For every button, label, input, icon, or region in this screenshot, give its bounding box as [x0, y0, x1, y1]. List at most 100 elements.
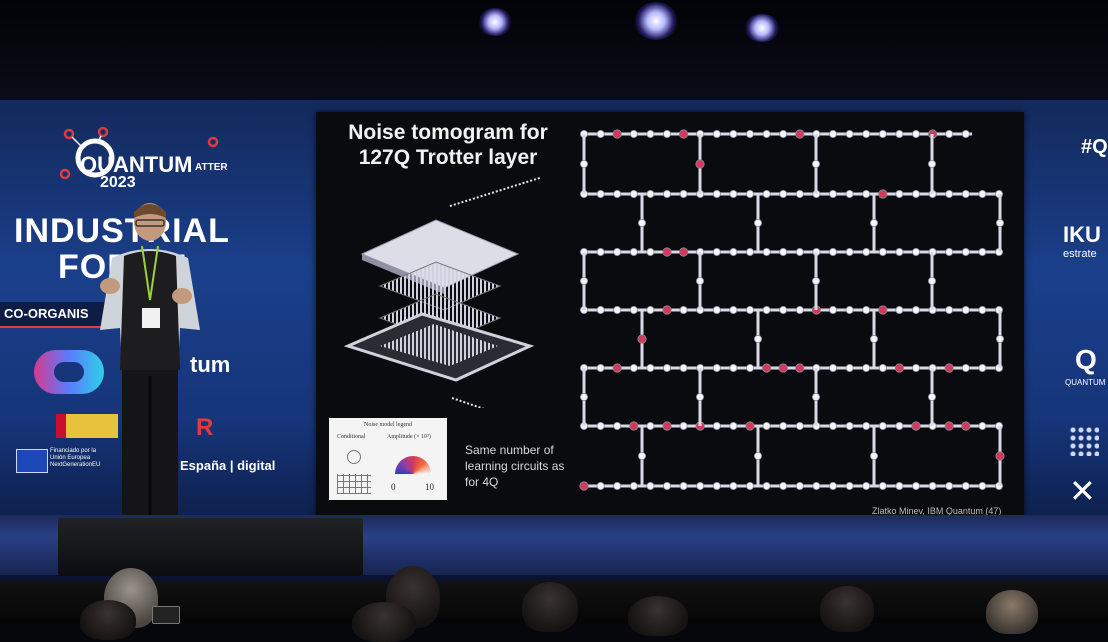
qubit-node: [795, 363, 805, 373]
qubit-node: [845, 421, 854, 430]
qubit-node: [646, 305, 655, 314]
qubit-node: [712, 421, 721, 430]
qubit-node: [945, 130, 954, 138]
qubit-node: [646, 421, 655, 430]
qubit-node: [762, 190, 771, 199]
qubit-node: [596, 363, 605, 372]
qubit-node: [745, 305, 754, 314]
stage-edge: [0, 575, 1108, 581]
qubit-node: [878, 421, 887, 430]
gov-logo: [56, 414, 118, 438]
qubit-node: [911, 190, 920, 199]
sponsor-quantum: Q: [1075, 344, 1097, 375]
audience-head: [820, 586, 874, 632]
qubit-node: [729, 421, 738, 430]
qubit-node: [995, 334, 1004, 343]
qubit-node: [629, 421, 639, 431]
slide-title: Noise tomogram for 127Q Trotter layer: [348, 121, 548, 169]
qubit-node: [978, 363, 987, 372]
qubit-node: [629, 305, 638, 314]
qubit-node: [646, 363, 655, 372]
qubit-node: [663, 130, 672, 138]
stage-light: [478, 8, 512, 36]
qubit-node: [745, 363, 754, 372]
qubit-node: [646, 130, 655, 138]
qubit-node: [629, 481, 638, 490]
r-logo: R: [196, 414, 214, 441]
qubit-node: [961, 363, 970, 372]
forum-title-line1: INDUSTRIAL: [14, 212, 230, 250]
qubit-node: [638, 219, 647, 228]
qubit-node: [978, 481, 987, 490]
qubit-node: [978, 305, 987, 314]
qubit-node: [629, 130, 638, 138]
qubit-node: [828, 421, 837, 430]
logo-word: QUANTUM: [80, 152, 193, 177]
slide-credit: Zlatko Minev, IBM Quantum (47): [872, 506, 1002, 516]
qubit-node: [828, 481, 837, 490]
qubit-node: [638, 451, 647, 460]
qubit-node: [978, 248, 987, 257]
qubit-node: [961, 421, 971, 431]
qubit-node: [596, 305, 605, 314]
qubit-node: [945, 305, 954, 314]
partner-logo-hole: [54, 362, 84, 382]
qubit-node: [629, 248, 638, 257]
qubit-node: [613, 421, 622, 430]
qubit-node: [828, 305, 837, 314]
qubit-node: [928, 481, 937, 490]
eu-flag-icon: [16, 449, 48, 473]
qubit-node: [862, 130, 871, 138]
qubit-node: [712, 363, 721, 372]
hashtag: #Q: [1081, 136, 1108, 158]
inset-right-label: Amplitude (× 10³): [387, 434, 431, 440]
qubit-node: [795, 305, 804, 314]
qubit-node: [895, 421, 904, 430]
qubit-node: [696, 481, 705, 490]
qubit-node: [629, 363, 638, 372]
qubit-node: [712, 190, 721, 199]
audience-head: [522, 582, 578, 632]
qubit-node: [961, 481, 970, 490]
qubit-node: [662, 305, 672, 315]
partner-logo-text: tum: [190, 352, 231, 377]
qubit-node: [753, 334, 762, 343]
qubit-node: [762, 363, 772, 373]
qubit-node: [911, 481, 920, 490]
qubit-node: [779, 305, 788, 314]
qubit-node: [745, 130, 754, 138]
qubit-node: [828, 248, 837, 257]
qubit-node: [696, 392, 705, 401]
qubit-node: [862, 421, 871, 430]
stage-light: [634, 2, 678, 40]
qubit-node: [613, 190, 622, 199]
logo-year: 2023: [100, 174, 136, 191]
qubit-node: [779, 248, 788, 257]
co-organised-label: CO-ORGANIS: [4, 306, 89, 321]
qubit-node: [762, 421, 771, 430]
qubit-node: [762, 130, 771, 138]
qubit-node: [828, 363, 837, 372]
qubit-node: [862, 363, 871, 372]
qubit-node: [927, 392, 936, 401]
qubit-node: [712, 481, 721, 490]
noise-legend-inset: Noise model legend Conditional Amplitude…: [329, 418, 447, 500]
qubit-node: [679, 421, 688, 430]
qubit-node: [927, 160, 936, 169]
qubit-node: [878, 481, 887, 490]
qubit-node: [978, 421, 987, 430]
qubit-node: [811, 392, 820, 401]
qubit-node: [812, 481, 821, 490]
chip-stack-illustration: [343, 176, 540, 408]
qubit-node: [663, 481, 672, 490]
qubit-node: [629, 190, 638, 199]
qubit-node: [911, 421, 921, 431]
qubit-node: [662, 247, 672, 257]
qubit-node: [895, 481, 904, 490]
qubit-node: [945, 481, 954, 490]
qubit-node: [580, 392, 588, 401]
qubit-node: [729, 305, 738, 314]
qubit-node: [945, 248, 954, 257]
qubit-node: [679, 305, 688, 314]
qubit-node: [945, 190, 954, 199]
